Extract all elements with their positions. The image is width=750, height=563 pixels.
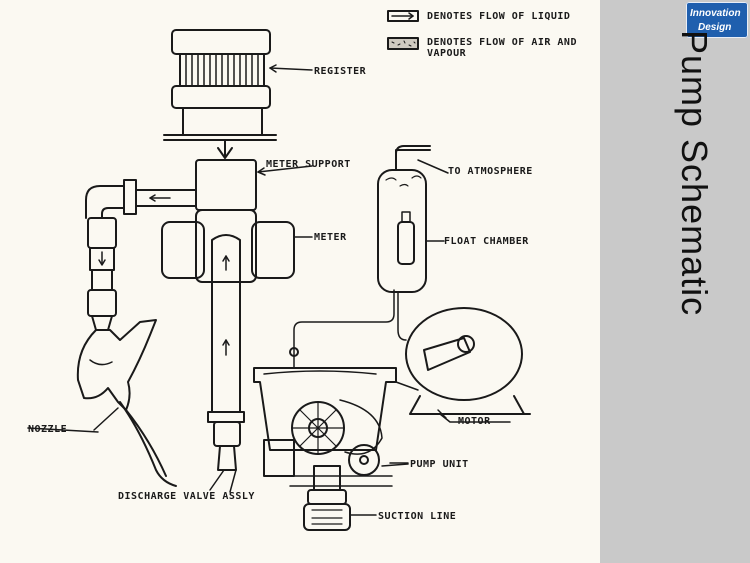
label-register: REGISTER bbox=[314, 66, 367, 77]
label-suction-line: SUCTION LINE bbox=[378, 511, 456, 522]
side-panel bbox=[600, 0, 750, 563]
meter bbox=[161, 209, 313, 283]
outlet-pipe bbox=[85, 179, 197, 331]
label-nozzle: NOZZLE bbox=[28, 424, 67, 435]
label-meter-support: METER SUPPORT bbox=[266, 159, 351, 170]
logo-line1: Innovation bbox=[690, 8, 741, 19]
leader-lines bbox=[27, 427, 409, 493]
suction-line bbox=[303, 465, 377, 531]
nozzle bbox=[76, 319, 177, 487]
legend-liquid-text: DENOTES FLOW OF LIQUID bbox=[427, 11, 570, 22]
register bbox=[163, 29, 313, 141]
label-to-atmosphere: TO ATMOSPHERE bbox=[448, 166, 533, 177]
label-discharge-valve: DISCHARGE VALVE ASSLY bbox=[118, 491, 255, 502]
float-chamber bbox=[289, 145, 449, 369]
label-float-chamber: FLOAT CHAMBER bbox=[444, 236, 529, 247]
legend-air-text-line2: VAPOUR bbox=[427, 48, 467, 59]
label-pump-unit: PUMP UNIT bbox=[410, 459, 469, 470]
innovation-by-design-logo: Innovation Design bbox=[686, 2, 748, 38]
legend-liquid-symbol bbox=[387, 10, 419, 22]
logo-line2: Design bbox=[698, 22, 732, 33]
legend-air-text-line1: DENOTES FLOW OF AIR AND bbox=[427, 37, 577, 48]
meter-support bbox=[195, 139, 313, 211]
delivery-pipe bbox=[211, 234, 241, 413]
legend-air-symbol bbox=[387, 37, 419, 50]
pump-unit bbox=[253, 367, 409, 487]
discharge-valve bbox=[207, 411, 245, 491]
label-motor: MOTOR bbox=[458, 416, 491, 427]
pump-schematic-diagram: DENOTES FLOW OF LIQUID DENOTES FLOW OF A… bbox=[27, 10, 577, 531]
motor bbox=[395, 307, 531, 423]
slide-title: Pump Schematic bbox=[674, 30, 715, 317]
label-meter: METER bbox=[314, 232, 347, 243]
